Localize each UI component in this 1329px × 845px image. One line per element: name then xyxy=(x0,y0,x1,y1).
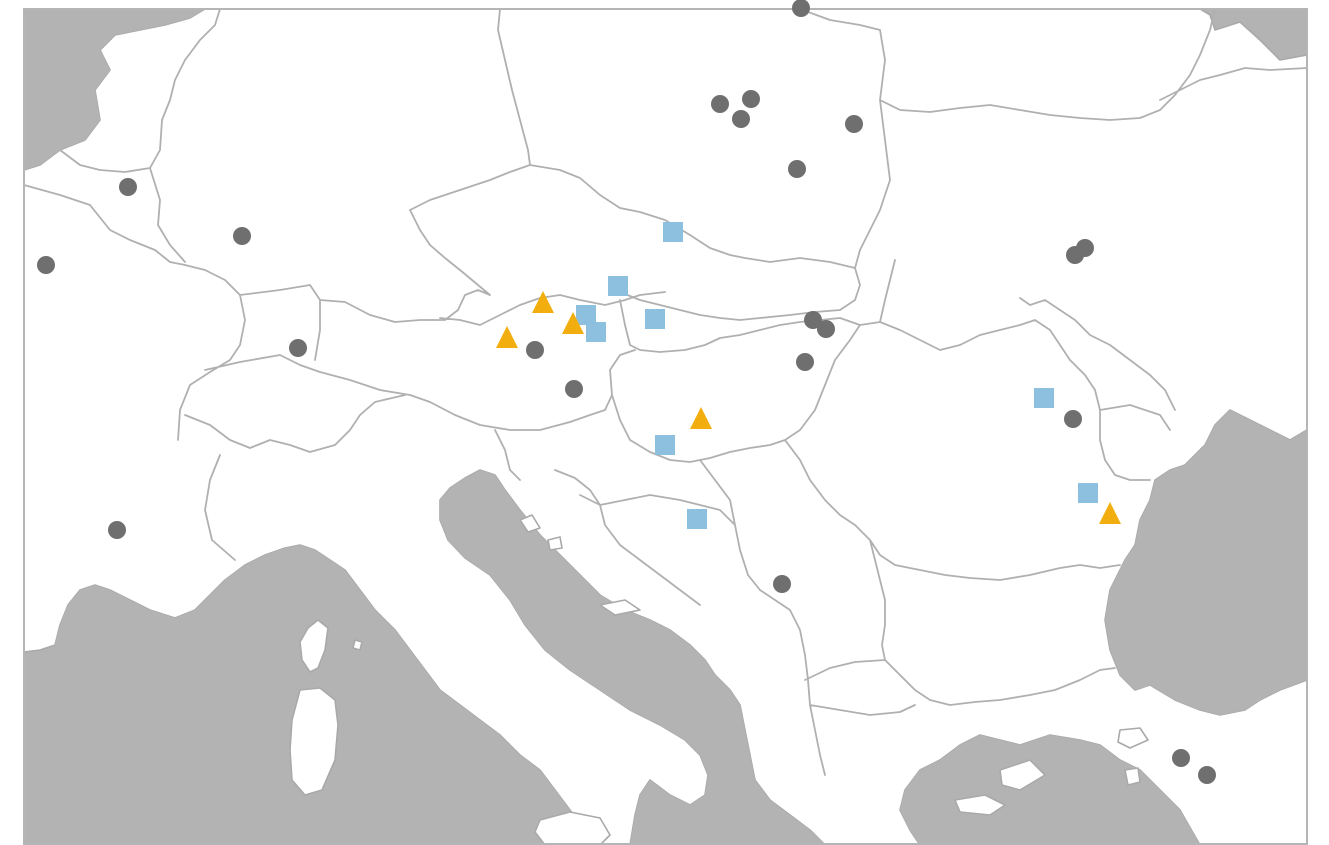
dalmatian-isles xyxy=(519,514,641,616)
map-border-frame xyxy=(23,8,1308,845)
square-marker-icon[interactable] xyxy=(687,509,707,529)
circle-marker-icon[interactable] xyxy=(119,178,137,196)
square-marker-icon[interactable] xyxy=(576,305,596,325)
circle-marker-icon[interactable] xyxy=(845,115,863,133)
adriatic-sea xyxy=(440,470,750,775)
circle-marker-icon[interactable] xyxy=(796,353,814,371)
triangle-marker-icon[interactable] xyxy=(532,291,554,313)
square-marker-icon[interactable] xyxy=(645,309,665,329)
triangle-marker-icon[interactable] xyxy=(496,326,518,348)
circle-marker-icon[interactable] xyxy=(289,339,307,357)
circle-marker-icon[interactable] xyxy=(742,90,760,108)
circle-marker-icon[interactable] xyxy=(565,380,583,398)
black-sea xyxy=(1105,410,1307,715)
triangle-marker-icon[interactable] xyxy=(690,407,712,429)
crete-area xyxy=(954,794,1006,816)
circle-marker-icon[interactable] xyxy=(804,311,822,329)
circle-marker-icon[interactable] xyxy=(1066,246,1084,264)
triangle-marker-icon[interactable] xyxy=(1099,502,1121,524)
circle-marker-icon[interactable] xyxy=(108,521,126,539)
circle-marker-icon[interactable] xyxy=(711,95,729,113)
circle-marker-icon[interactable] xyxy=(37,256,55,274)
markers-layer xyxy=(37,0,1216,784)
square-marker-icon[interactable] xyxy=(608,276,628,296)
square-marker-icon[interactable] xyxy=(1034,388,1054,408)
circle-marker-icon[interactable] xyxy=(817,320,835,338)
square-marker-icon[interactable] xyxy=(655,435,675,455)
circle-marker-icon[interactable] xyxy=(788,160,806,178)
circle-marker-icon[interactable] xyxy=(1198,766,1216,784)
aegean-sea xyxy=(900,735,1200,845)
circle-marker-icon[interactable] xyxy=(1172,749,1190,767)
square-marker-icon[interactable] xyxy=(663,222,683,242)
square-marker-icon[interactable] xyxy=(1078,483,1098,503)
circle-marker-icon[interactable] xyxy=(526,341,544,359)
triangle-marker-icon[interactable] xyxy=(562,312,584,334)
corsica xyxy=(299,619,329,673)
circle-marker-icon[interactable] xyxy=(1064,410,1082,428)
circle-marker-icon[interactable] xyxy=(732,110,750,128)
elba xyxy=(352,639,363,651)
sicily xyxy=(534,811,611,845)
ionian-sea xyxy=(630,755,825,845)
circle-marker-icon[interactable] xyxy=(773,575,791,593)
lesbos xyxy=(1117,727,1149,749)
border-lines xyxy=(23,8,1308,776)
euboea xyxy=(999,759,1046,791)
circle-marker-icon[interactable] xyxy=(233,227,251,245)
chios xyxy=(1124,767,1141,786)
square-marker-icon[interactable] xyxy=(586,322,606,342)
north-sea xyxy=(24,9,205,170)
circle-marker-icon[interactable] xyxy=(792,0,810,17)
sardinia xyxy=(289,687,339,796)
